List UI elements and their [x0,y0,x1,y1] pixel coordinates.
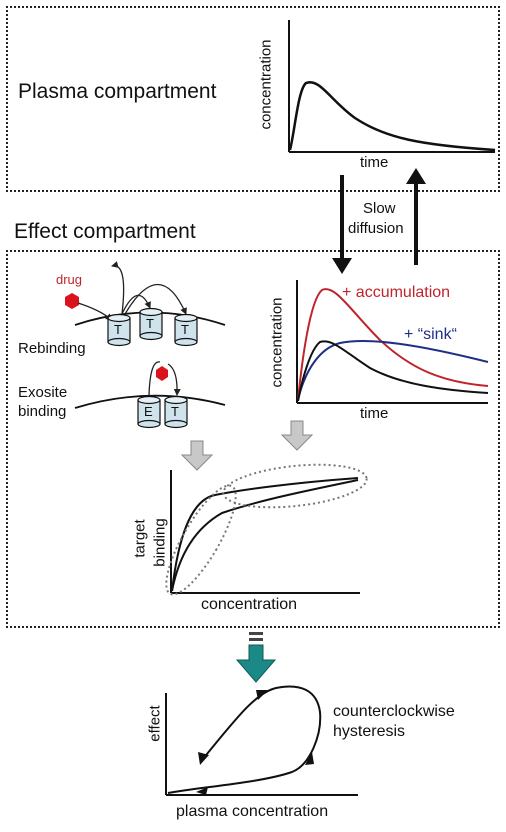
target-letter-1: T [114,322,122,337]
target-cylinder-1 [107,313,131,347]
plasma-compartment-title: Plasma compartment [18,80,217,103]
hysteresis-y-axis-label: effect [146,705,164,742]
slow-diffusion-label-2: diffusion [348,220,404,237]
grey-arrow-right [280,420,314,451]
target-letter-4: T [171,404,179,419]
exosite-letter: E [144,404,153,419]
hysteresis-x-axis-label: plasma concentration [176,803,329,820]
exosite-illustration [74,361,226,429]
slow-diffusion-label-1: Slow [363,200,396,217]
binding-x-axis-label: concentration [201,596,298,613]
rebinding-label: Rebinding [18,340,86,357]
highlight-ellipse-upper [222,463,368,509]
effect-compartment-title: Effect compartment [14,220,196,243]
target-letter-2: T [146,316,154,331]
effect-conc-y-axis-label: concentration [268,297,286,388]
target-binding-chart [165,463,368,596]
hysteresis-label-1: counterclockwise [333,703,455,720]
effect-conc-x-axis-label: time [360,405,389,422]
target-letter-3: T [181,322,189,337]
sink-label: + “sink“ [404,326,457,343]
plasma-curve [288,81,496,152]
effect-concentration-chart [296,280,489,404]
plasma-chart [288,20,496,153]
binding-y-axis-label-2: binding [151,518,169,567]
plasma-x-axis-label: time [360,154,389,171]
effect-compartment-box [6,250,500,628]
target-cylinder-4 [164,395,188,429]
sink-curve [297,340,489,401]
equals-teal-arrow [235,632,277,683]
plasma-y-axis-label: concentration [257,39,275,130]
target-cylinder-2 [139,307,163,341]
grey-arrow-left [180,440,214,471]
drug-hexagon-2 [156,366,168,381]
binding-curve-steep [171,477,359,592]
binding-curve-shallow [171,479,359,592]
binding-y-axis-label-1: target [131,519,149,558]
drug-label: drug [56,272,83,287]
exosite-label-1: Exosite [18,384,68,401]
rebinding-illustration [65,261,226,347]
accumulation-curve [297,288,489,401]
accumulation-label: + accumulation [342,284,451,301]
diffusion-arrows [332,168,426,274]
hysteresis-label-2: hysteresis [333,723,406,740]
grey-arrows [180,420,314,471]
drug-hexagon [65,293,79,309]
hysteresis-loop [167,685,322,794]
target-cylinder-3 [174,313,198,347]
exosite-cylinder [137,395,161,429]
plasma-compartment-box [6,6,500,192]
exosite-label-2: binding [18,403,67,420]
hysteresis-chart [165,685,358,796]
highlight-ellipse-lower [165,484,237,596]
baseline-curve [297,340,489,402]
